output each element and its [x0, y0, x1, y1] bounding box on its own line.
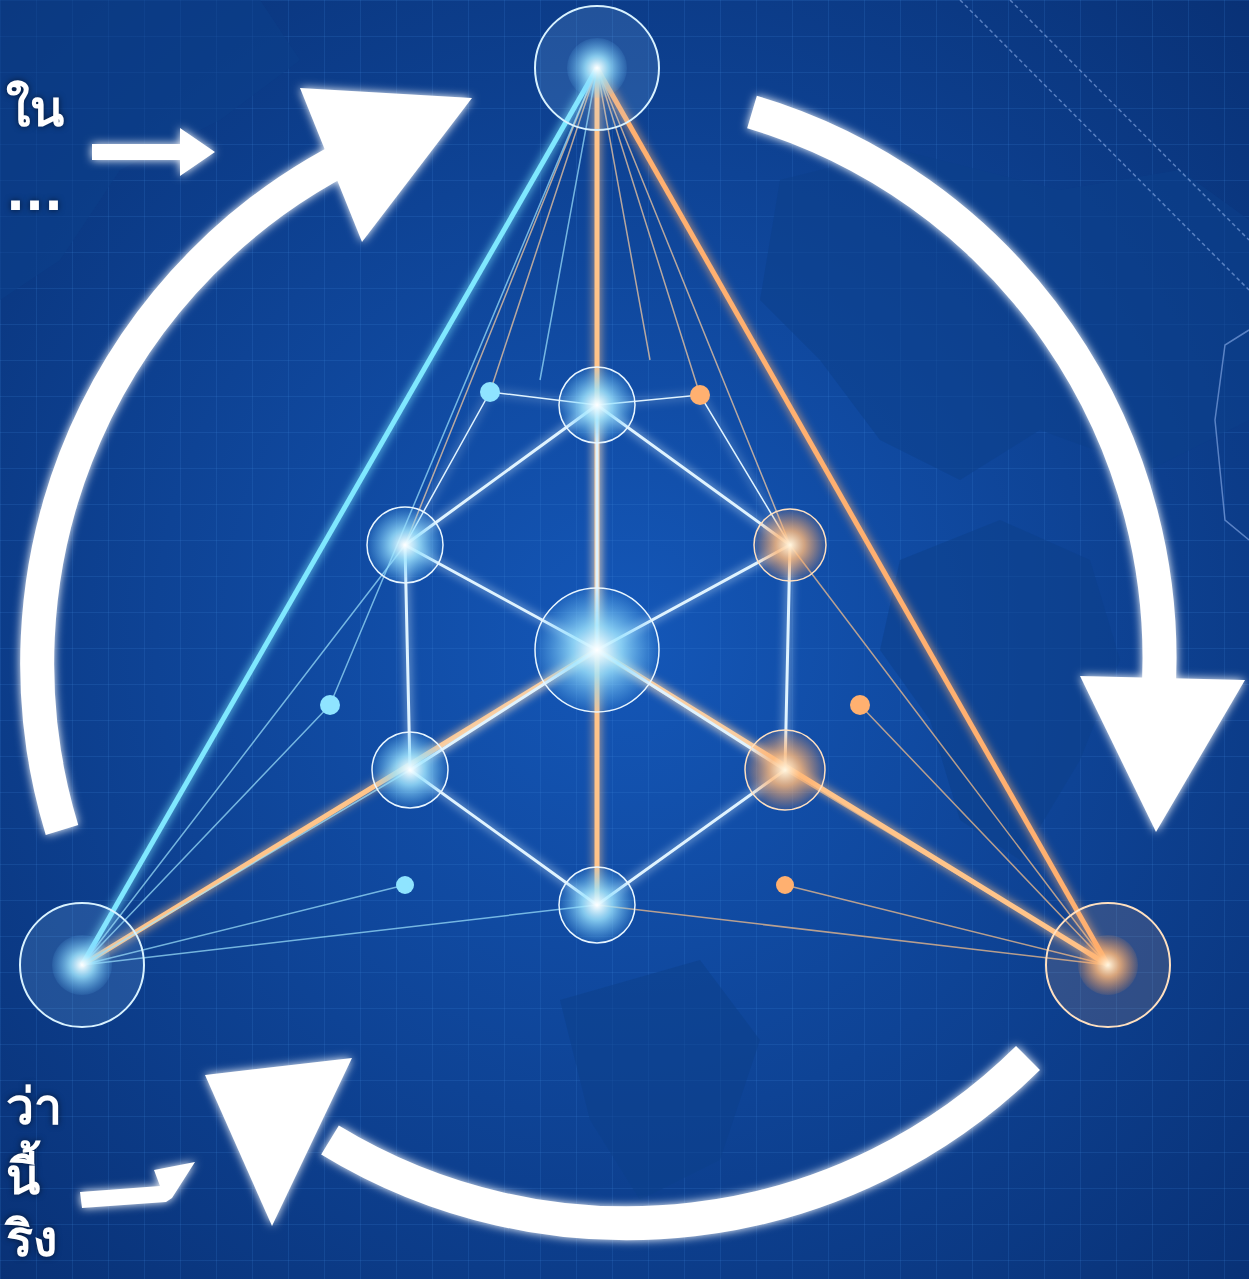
caption-fragment: ริง [6, 1212, 57, 1267]
caption-fragment: ว่า [6, 1080, 62, 1135]
caption-fragment: ใน [6, 82, 64, 137]
caption-fragment: นี้ [6, 1150, 40, 1205]
caption-fragment: ... [6, 166, 63, 221]
